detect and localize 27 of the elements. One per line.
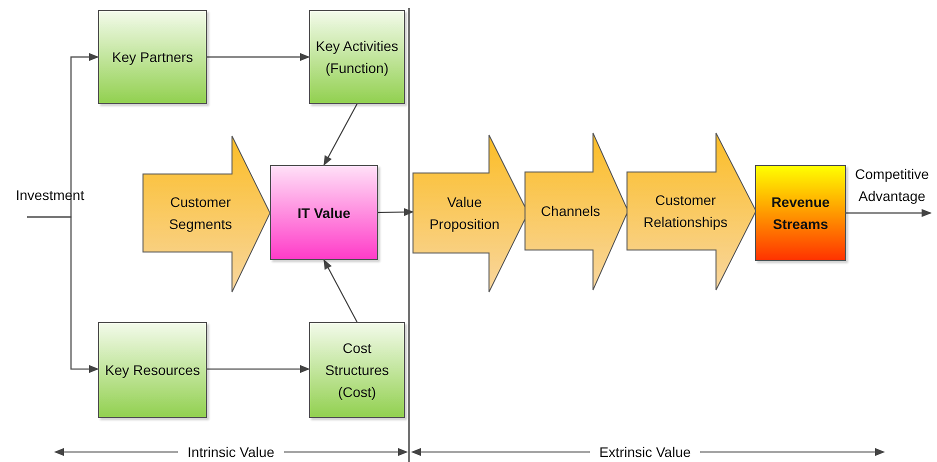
arrow [846, 209, 932, 217]
box-label: Revenue Streams [770, 193, 831, 234]
box-label: Key Partners [112, 48, 193, 67]
arrow [323, 259, 358, 322]
box-label: Customer Segments [168, 193, 234, 234]
process-box [98, 322, 207, 418]
process-box [270, 165, 378, 260]
process-box [98, 10, 207, 104]
process-box [755, 165, 846, 261]
box-label: IT Value [298, 204, 350, 222]
process-box [309, 10, 405, 104]
arrow-shape [627, 133, 756, 290]
arrow-shape [525, 133, 628, 290]
box-label: Key Resources [105, 361, 200, 380]
arrow [378, 208, 414, 216]
arrow [207, 53, 310, 61]
box-label: Key Activities (Function) [314, 37, 400, 78]
arrow [207, 365, 310, 374]
arrow-shape [143, 136, 270, 292]
box-label: Cost Structures (Cost) [324, 339, 390, 402]
box-label: Channels [540, 202, 600, 221]
node-label: Competitive Advantage [854, 165, 930, 206]
arrow [323, 104, 358, 166]
process-box [309, 322, 405, 418]
arrow [27, 216, 99, 374]
box-label: Customer Relationships [642, 191, 729, 232]
box-label: Value Proposition [428, 193, 501, 234]
